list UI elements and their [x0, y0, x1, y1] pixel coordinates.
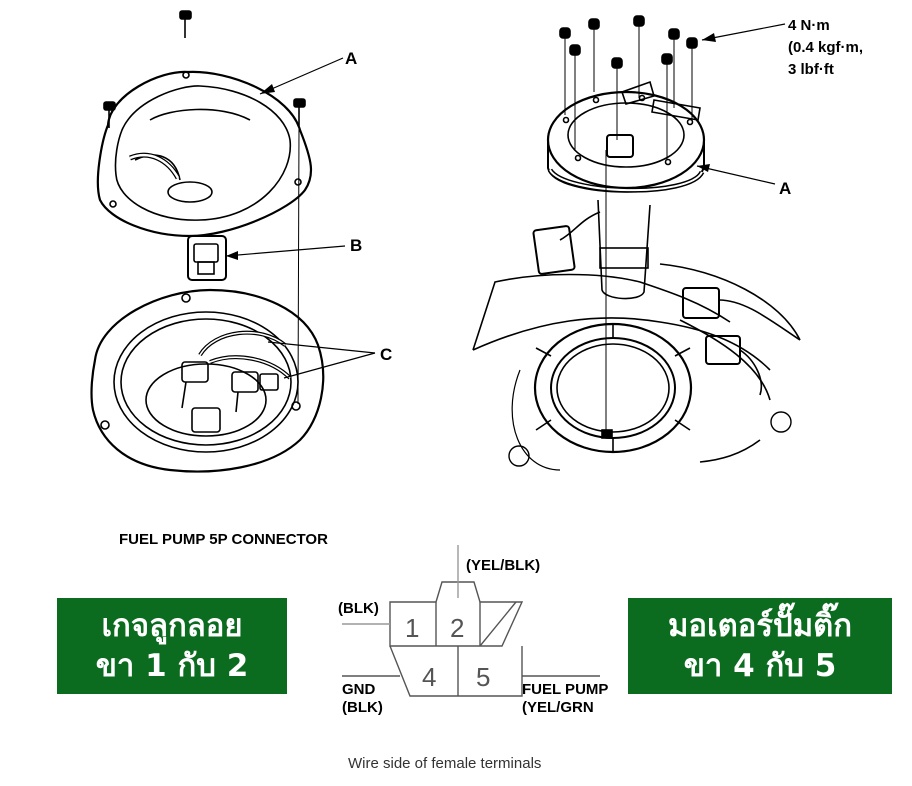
right-label-a: A	[779, 179, 791, 198]
connector-b	[187, 235, 227, 281]
torque-line-2: (0.4 kgf·m,	[788, 39, 863, 56]
pump-motor-note-line2: ขา 4 กับ 5	[683, 648, 837, 684]
pin-5: 5	[476, 662, 490, 692]
connector-caption: Wire side of female terminals	[348, 755, 541, 772]
pin-2: 2	[450, 613, 464, 643]
screw-top	[179, 10, 192, 38]
pump-body	[532, 199, 651, 300]
pump-label-2: (YEL/GRN	[522, 699, 594, 716]
left-exploded-view	[90, 10, 376, 473]
connector-face	[342, 545, 600, 697]
left-label-a: A	[345, 49, 357, 68]
gnd-label-1: GND	[342, 681, 376, 698]
pin-4: 4	[422, 662, 436, 692]
tank-flange	[90, 288, 325, 473]
left-label-b: B	[350, 236, 362, 255]
cover-plate	[96, 70, 313, 238]
lock-ring	[533, 322, 693, 454]
bolt-set	[559, 15, 698, 160]
wire-label-yel-blk: (YEL/BLK)	[466, 557, 540, 574]
float-gauge-note-line1: เกจลูกลอย	[101, 608, 243, 644]
float-gauge-note-line2: ขา 1 กับ 2	[95, 648, 249, 684]
pump-label-1: FUEL PUMP	[522, 681, 608, 698]
torque-line-3: 3 lbf·ft	[788, 61, 834, 78]
gnd-label-2: (BLK)	[342, 699, 383, 716]
pin-1: 1	[405, 613, 419, 643]
connector-title: FUEL PUMP 5P CONNECTOR	[119, 531, 328, 548]
pump-motor-note: มอเตอร์ปั๊มติ๊ก ขา 4 กับ 5	[628, 598, 892, 694]
right-assembly-view	[472, 15, 801, 471]
alignment-line	[297, 125, 300, 405]
tank-shell	[472, 263, 801, 471]
torque-line-1: 4 N·m	[788, 17, 830, 34]
pump-motor-note-line1: มอเตอร์ปั๊มติ๊ก	[667, 608, 853, 644]
side-connectors	[682, 287, 801, 396]
pump-flange	[546, 80, 706, 193]
wire-label-blk: (BLK)	[338, 600, 379, 617]
float-gauge-note: เกจลูกลอย ขา 1 กับ 2	[57, 598, 287, 694]
screw-right	[293, 98, 306, 126]
left-label-c: C	[380, 345, 392, 364]
